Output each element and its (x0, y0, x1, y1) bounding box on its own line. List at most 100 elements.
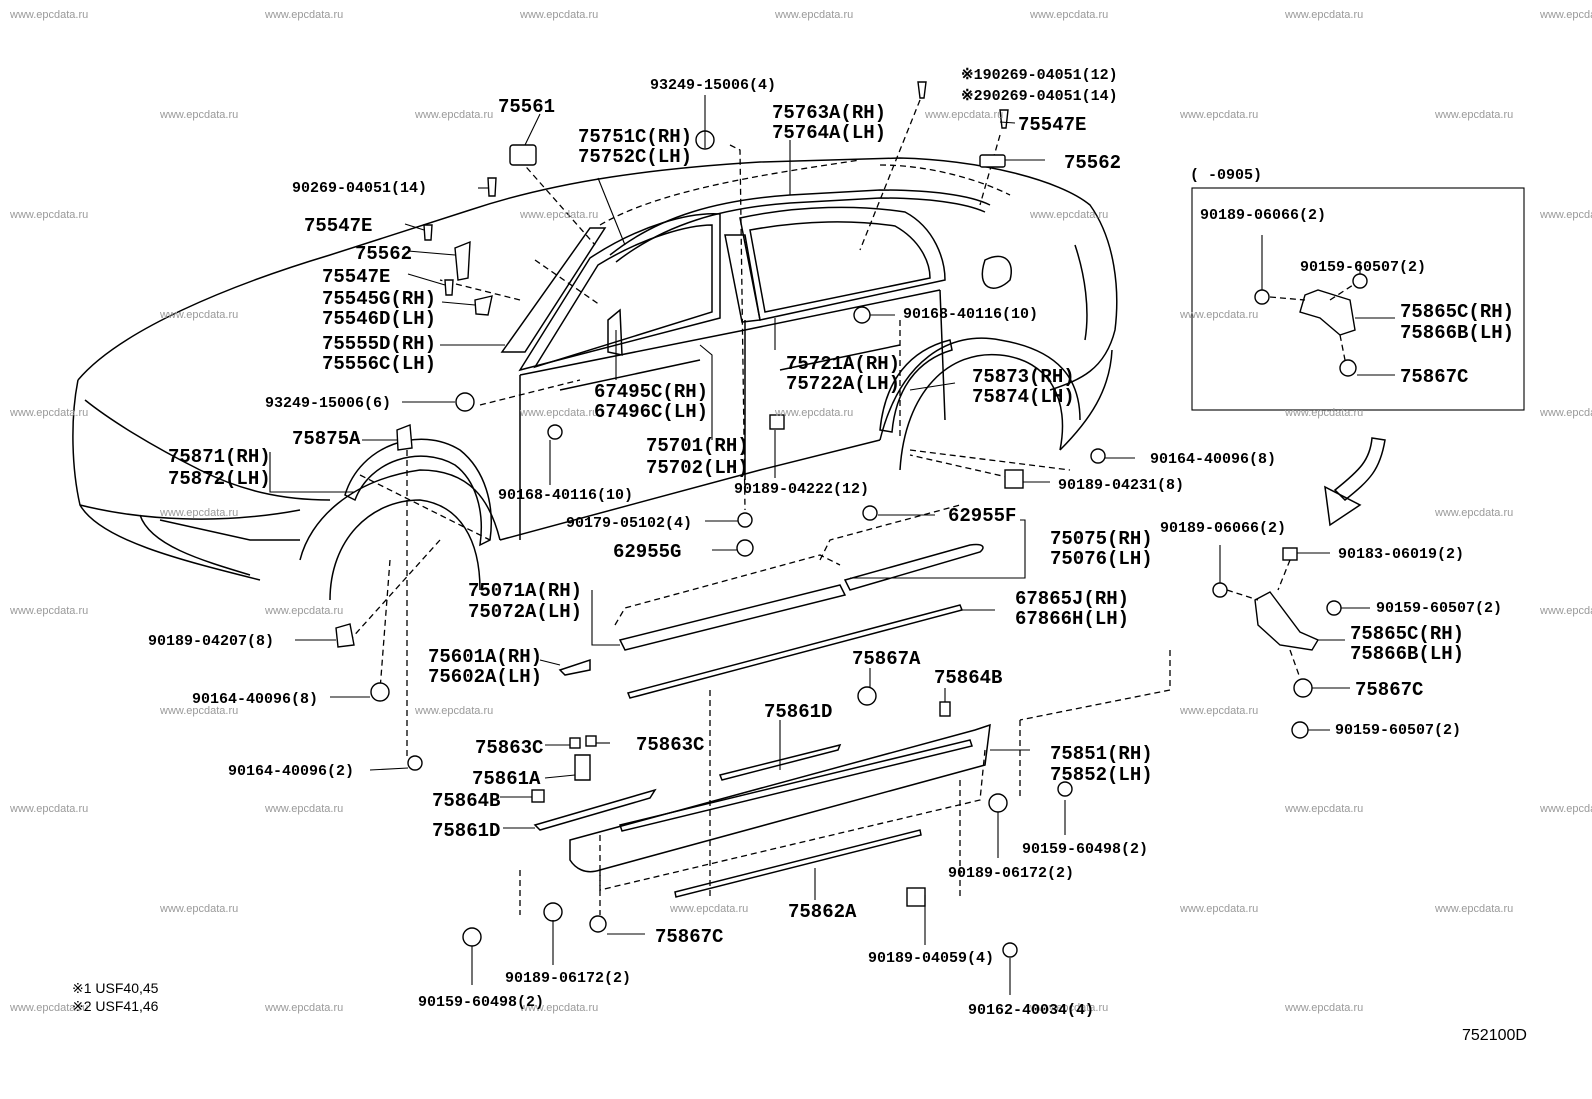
part-label[interactable]: 90179-05102(4) (566, 515, 693, 532)
part-label[interactable]: 67496C(LH) (594, 401, 709, 423)
part-label[interactable]: 75071A(RH) (468, 580, 583, 602)
watermark: www.epcdata.ru (1180, 903, 1259, 915)
watermark: www.epcdata.ru (10, 1002, 89, 1014)
part-label[interactable]: 90164-40096(8) (1150, 451, 1277, 468)
part-label[interactable]: 75547E (1018, 114, 1087, 136)
watermark: www.epcdata.ru (1285, 1002, 1364, 1014)
part-label[interactable]: 75861D (764, 701, 833, 723)
part-label[interactable]: 75547E (304, 215, 373, 237)
part-label[interactable]: 90159-60507(2) (1376, 600, 1503, 617)
part-label[interactable]: ※290269-04051(14) (961, 88, 1118, 105)
part-label[interactable]: 90189-04207(8) (148, 633, 275, 650)
part-label[interactable]: 75075(RH) (1050, 528, 1153, 550)
part-label[interactable]: 75546D(LH) (322, 308, 437, 330)
part-label[interactable]: 75752C(LH) (578, 146, 693, 168)
part-label[interactable]: ※190269-04051(12) (961, 67, 1118, 84)
part-label[interactable]: 75072A(LH) (468, 601, 583, 623)
part-label[interactable]: 90159-60507(2) (1335, 722, 1462, 739)
part-label[interactable]: 75872(LH) (168, 468, 271, 490)
part-label[interactable]: 75701(RH) (646, 435, 749, 457)
part-label[interactable]: 90189-04059(4) (868, 950, 995, 967)
watermark: www.epcdata.ru (1435, 507, 1514, 519)
part-label[interactable]: 75875A (292, 428, 361, 450)
watermark: www.epcdata.ru (10, 9, 89, 21)
part-label[interactable]: 75861A (472, 768, 541, 790)
part-label[interactable]: 90189-04231(8) (1058, 477, 1185, 494)
footnote-1: ※1 USF40,45 (72, 980, 159, 996)
part-label[interactable]: 75864B (432, 790, 501, 812)
rocker-moldings (533, 543, 991, 898)
part-label[interactable]: 93249-15006(4) (650, 77, 777, 94)
part-label[interactable]: 90162-40034(4) (968, 1002, 1095, 1019)
part-label[interactable]: 90269-04051(14) (292, 180, 428, 197)
part-label[interactable]: 75871(RH) (168, 446, 271, 468)
part-label[interactable]: 75545G(RH) (322, 288, 437, 310)
part-label[interactable]: 62955F (948, 505, 1017, 527)
part-label[interactable]: 75555D(RH) (322, 333, 437, 355)
part-label[interactable]: 62955G (613, 541, 682, 563)
part-label[interactable]: 75867C (1355, 679, 1424, 701)
watermark: www.epcdata.ru (1540, 605, 1592, 617)
part-label[interactable]: 90159-60498(2) (1022, 841, 1149, 858)
part-label[interactable]: 90189-06066(2) (1200, 207, 1327, 224)
part-label[interactable]: 75863C (475, 737, 544, 759)
part-label[interactable]: 75861D (432, 820, 501, 842)
part-label[interactable]: 90189-06066(2) (1160, 520, 1287, 537)
part-label[interactable]: 75866B(LH) (1400, 322, 1515, 344)
part-label[interactable]: 75722A(LH) (786, 373, 901, 395)
part-label[interactable]: 75556C(LH) (322, 353, 437, 375)
pillar-garnishes (500, 227, 623, 356)
part-label[interactable]: 93249-15006(6) (265, 395, 392, 412)
part-label[interactable]: 75862A (788, 901, 857, 923)
footnote-2: ※2 USF41,46 (72, 997, 159, 1014)
part-label[interactable]: 90183-06019(2) (1338, 546, 1465, 563)
part-label[interactable]: 75763A(RH) (772, 102, 887, 124)
part-label[interactable]: 75076(LH) (1050, 548, 1153, 570)
part-label[interactable]: 90189-06172(2) (948, 865, 1075, 882)
part-label[interactable]: 67865J(RH) (1015, 588, 1130, 610)
part-label[interactable]: 75562 (1064, 152, 1122, 174)
part-label[interactable]: 75561 (498, 96, 556, 118)
part-label[interactable]: 75874(LH) (972, 386, 1075, 408)
part-label[interactable]: 90164-40096(8) (192, 691, 319, 708)
part-label[interactable]: 90159-60507(2) (1300, 259, 1427, 276)
part-label[interactable]: 75851(RH) (1050, 743, 1153, 765)
part-label[interactable]: 75864B (934, 667, 1003, 689)
watermark: www.epcdata.ru (520, 1002, 599, 1014)
watermark: www.epcdata.ru (1180, 309, 1259, 321)
part-label[interactable]: 75562 (355, 243, 413, 265)
part-label[interactable]: 75867C (1400, 366, 1469, 388)
watermark: www.epcdata.ru (775, 9, 854, 21)
part-label[interactable]: 75867A (852, 648, 921, 670)
part-label[interactable]: 75721A(RH) (786, 353, 901, 375)
watermark: www.epcdata.ru (160, 705, 239, 717)
part-label[interactable]: 90168-40116(10) (498, 487, 634, 504)
part-label[interactable]: 67866H(LH) (1015, 608, 1130, 630)
part-label[interactable]: 75702(LH) (646, 457, 749, 479)
part-label[interactable]: 75863C (636, 734, 705, 756)
right-bracket-assembly (1212, 545, 1370, 739)
watermark: www.epcdata.ru (1030, 9, 1109, 21)
part-label[interactable]: 75865C(RH) (1400, 301, 1515, 323)
part-label[interactable]: 75547E (322, 266, 391, 288)
part-label[interactable]: 75751C(RH) (578, 126, 693, 148)
part-label[interactable]: 75873(RH) (972, 366, 1075, 388)
watermark: www.epcdata.ru (10, 209, 89, 221)
part-label[interactable]: 75602A(LH) (428, 666, 543, 688)
part-label[interactable]: 90168-40116(10) (903, 306, 1039, 323)
part-label[interactable]: 75601A(RH) (428, 646, 543, 668)
part-label[interactable]: 90189-04222(12) (734, 481, 870, 498)
part-label[interactable]: 75867C (655, 926, 724, 948)
part-label[interactable]: 90189-06172(2) (505, 970, 632, 987)
guide-lines (349, 99, 1171, 915)
part-label[interactable]: 75865C(RH) (1350, 623, 1465, 645)
part-label[interactable]: 90164-40096(2) (228, 763, 355, 780)
part-label[interactable]: 67495C(RH) (594, 381, 709, 403)
part-label[interactable]: 75866B(LH) (1350, 643, 1465, 665)
part-label[interactable]: 75852(LH) (1050, 764, 1153, 786)
part-label[interactable]: 75764A(LH) (772, 122, 887, 144)
watermark: www.epcdata.ru (10, 605, 89, 617)
part-label[interactable]: 90159-60498(2) (418, 994, 545, 1011)
watermark: www.epcdata.ru (520, 407, 599, 419)
